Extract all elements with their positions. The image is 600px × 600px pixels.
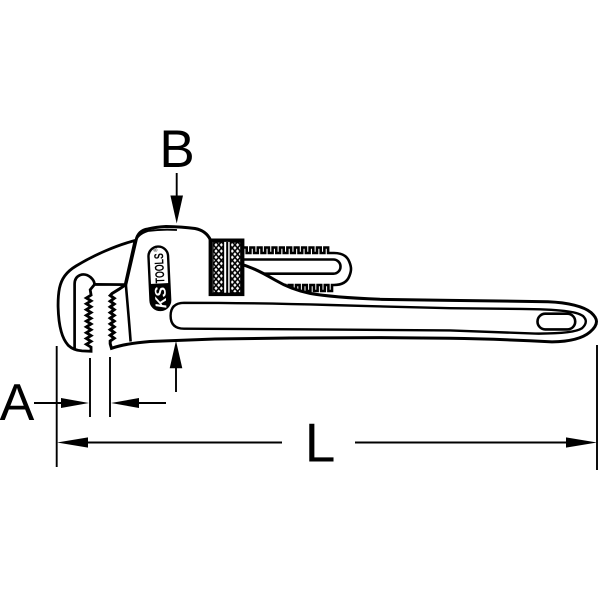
svg-text:L: L	[305, 412, 336, 474]
svg-text:KS: KS	[152, 286, 170, 309]
svg-text:A: A	[0, 374, 35, 432]
svg-text:®: ®	[152, 247, 159, 252]
svg-text:B: B	[159, 120, 194, 179]
svg-text:TOOLS: TOOLS	[151, 253, 167, 284]
